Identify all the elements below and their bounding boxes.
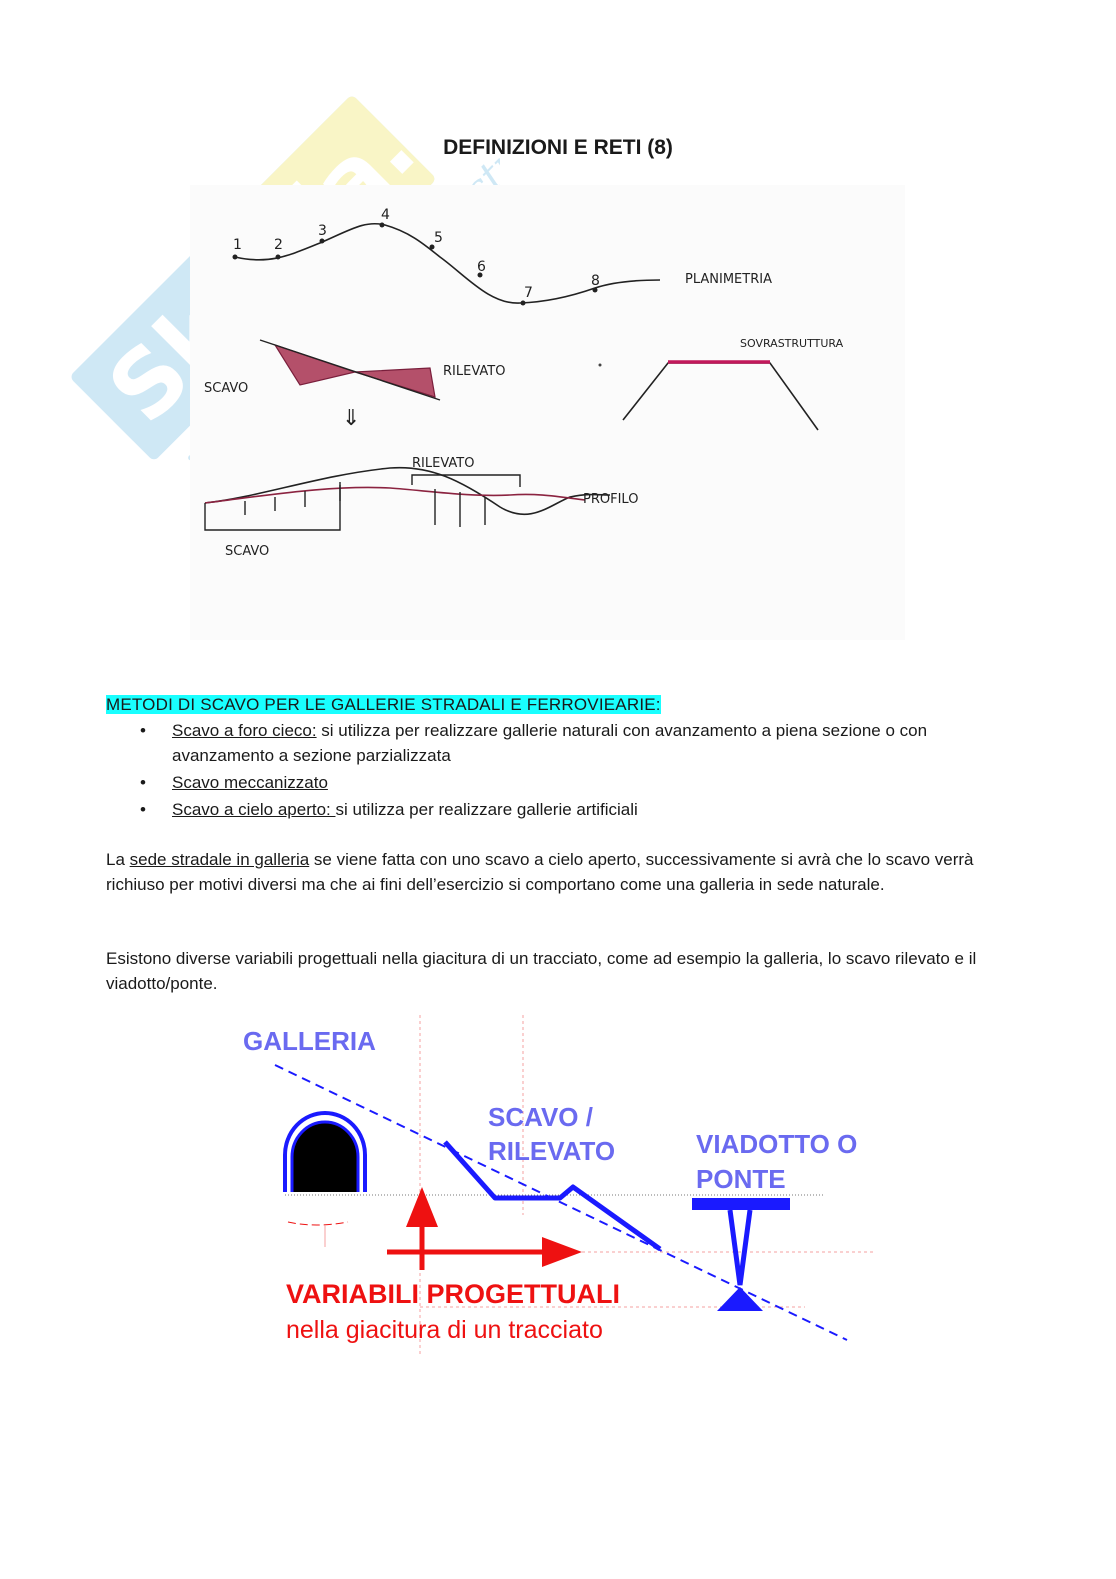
methods-list: • Scavo a foro cieco: si utilizza per re… bbox=[106, 718, 1006, 824]
profilo-label: PROFILO bbox=[583, 492, 638, 507]
scavo-profile-label: SCAVO bbox=[225, 544, 269, 559]
bullet-icon: • bbox=[140, 773, 146, 792]
point-label-8: 8 bbox=[591, 273, 600, 289]
scavo-rilevato-path bbox=[443, 1140, 662, 1252]
point-label-6: 6 bbox=[477, 259, 486, 275]
point-label-2: 2 bbox=[274, 237, 283, 253]
point-label-1: 1 bbox=[233, 237, 242, 253]
tunnel-icon bbox=[283, 1111, 367, 1192]
red-arrows-icon bbox=[387, 1187, 582, 1270]
variabili-progettuali-diagram: GALLERIA SCAVO / RILEVATO VIADOTTO O PON… bbox=[243, 1015, 875, 1355]
scavo-label: SCAVO bbox=[204, 381, 248, 396]
list-item: • Scavo a cielo aperto: si utilizza per … bbox=[106, 797, 1006, 822]
paragraph-sede-stradale: La sede stradale in galleria se viene fa… bbox=[106, 847, 1006, 897]
rilevato-label: RILEVATO bbox=[443, 364, 505, 379]
point-label-3: 3 bbox=[318, 223, 327, 239]
giacitura-label: nella giacitura di un tracciato bbox=[286, 1316, 603, 1344]
point-label-4: 4 bbox=[381, 207, 390, 223]
variabili-label: VARIABILI PROGETTUALI bbox=[286, 1279, 620, 1309]
list-item: • Scavo a foro cieco: si utilizza per re… bbox=[106, 718, 1006, 768]
method-text: si utilizza per realizzare gallerie natu… bbox=[172, 721, 928, 765]
viadotto-label-line2: PONTE bbox=[696, 1164, 786, 1194]
scavo-rilevato-label-line1: SCAVO / bbox=[488, 1102, 593, 1132]
viadotto-label-line1: VIADOTTO O bbox=[696, 1129, 857, 1159]
point-label-5: 5 bbox=[434, 230, 443, 246]
list-item: • Scavo meccanizzato bbox=[106, 770, 1006, 795]
page-title: DEFINIZIONI E RETI (8) bbox=[443, 136, 673, 159]
viadotto-icon bbox=[692, 1198, 790, 1311]
section-heading: METODI DI SCAVO PER LE GALLERIE STRADALI… bbox=[106, 692, 1006, 717]
down-arrow: ⇓ bbox=[342, 406, 360, 431]
profile-line bbox=[204, 486, 586, 504]
sovrastruttura-label: SOVRASTRUTTURA bbox=[740, 337, 844, 350]
paragraph-underlined-term: sede stradale in galleria bbox=[129, 850, 310, 869]
method-term: Scavo meccanizzato bbox=[172, 773, 328, 792]
galleria-label: GALLERIA bbox=[243, 1026, 376, 1056]
planimetria-points bbox=[232, 222, 598, 306]
planimetria-label: PLANIMETRIA bbox=[685, 272, 772, 287]
paragraph-rest: se viene fatta con uno scavo a cielo ape… bbox=[106, 850, 974, 894]
hand-sketch-figure: 1 2 3 4 5 6 7 8 PLANIMETRIA SCAVO RILEVA… bbox=[190, 185, 905, 640]
method-term: Scavo a cielo aperto: bbox=[172, 800, 336, 819]
scavo-rilevato-label-line2: RILEVATO bbox=[488, 1136, 615, 1166]
paragraph-variabili: Esistono diverse variabili progettuali n… bbox=[106, 949, 977, 993]
rilevato-profile-label: RILEVATO bbox=[412, 456, 474, 471]
point-label-7: 7 bbox=[524, 285, 533, 301]
bullet-icon: • bbox=[140, 721, 146, 740]
paragraph-prefix: La bbox=[106, 850, 130, 869]
alignment-line bbox=[274, 1064, 848, 1341]
method-term: Scavo a foro cieco: bbox=[172, 721, 317, 740]
bullet-icon: • bbox=[140, 800, 146, 819]
terrain-line bbox=[204, 466, 611, 516]
method-text: si utilizza per realizzare gallerie arti… bbox=[335, 800, 638, 819]
section-heading-text: METODI DI SCAVO PER LE GALLERIE STRADALI… bbox=[106, 695, 661, 714]
